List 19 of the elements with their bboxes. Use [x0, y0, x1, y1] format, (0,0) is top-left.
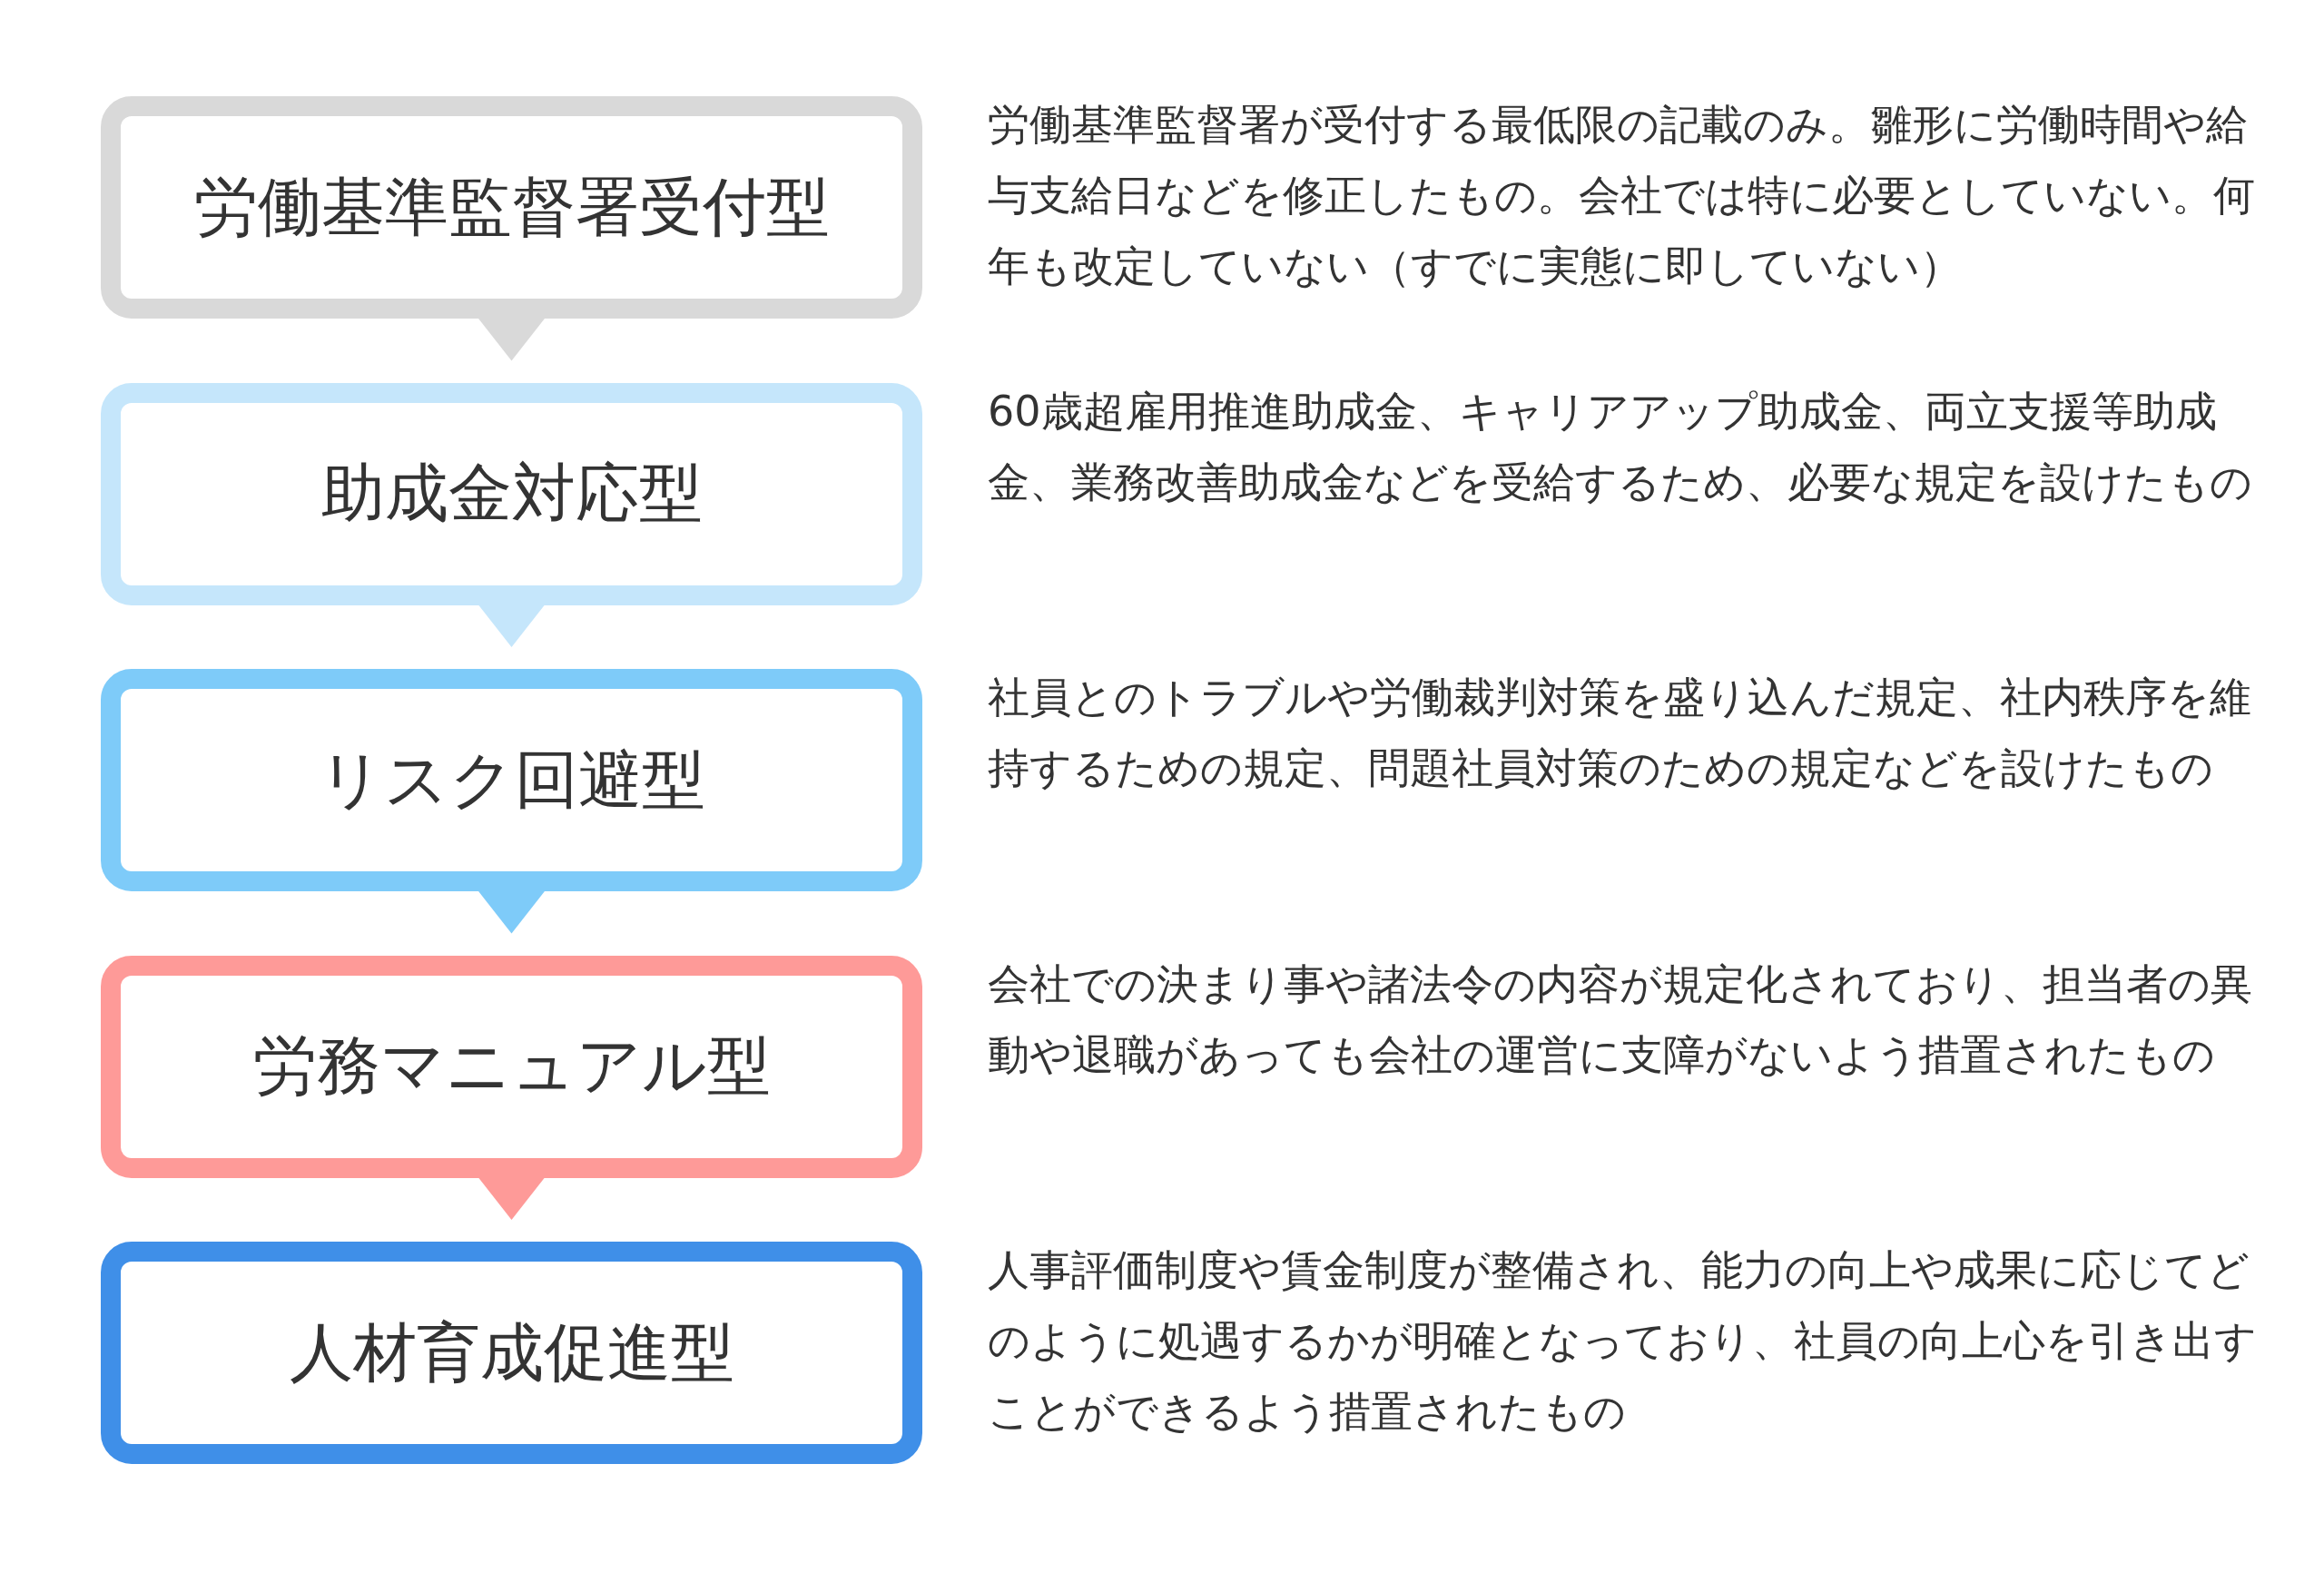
- type-box: [101, 382, 922, 605]
- type-label: リスク回避型: [318, 741, 705, 819]
- type-label: 労務マニュアル型: [252, 1027, 771, 1105]
- pointer-arrow: [477, 1175, 547, 1220]
- pointer-arrow: [477, 317, 547, 361]
- pointer-arrow: [477, 889, 547, 934]
- description-text: 会社での決まり事や諸法令の内容が規定化されており、担当者の異動や退職があっても会社の運営に支障がないよう措置されたもの: [988, 958, 2253, 1081]
- type-box: [101, 96, 922, 319]
- type-box: [101, 955, 922, 1178]
- description-text: 社員とのトラブルや労働裁判対策を盛り込んだ規定、社内秩序を維持するための規定、問題社員対策のための規定などを設けたもの: [988, 672, 2252, 794]
- description-text: 60歳超雇用推進助成金、キャリアアップ助成金、両立支援等助成金、業務改善助成金などを受給するため、必要な規定を設けたもの: [988, 385, 2253, 508]
- description-text: 労働基準監督署が受付する最低限の記載のみ。雛形に労働時間や給与支給日などを修正したもの。会社では特に必要としていない。何年も改定していない（すでに実態に即していない）: [988, 99, 2256, 292]
- type-label: 労働基準監督署受付型: [193, 168, 830, 246]
- type-box: [101, 669, 922, 891]
- type-label: 助成金対応型: [320, 455, 703, 532]
- type-box: [101, 1242, 922, 1464]
- description-text: 人事評価制度や賃金制度が整備され、能力の向上や成果に応じてどのように処遇するかが明確となっており、社員の向上心を引き出すことができるよう措置されたもの: [988, 1244, 2258, 1438]
- type-label: 人材育成促進型: [289, 1313, 734, 1391]
- pointer-arrow: [477, 603, 547, 647]
